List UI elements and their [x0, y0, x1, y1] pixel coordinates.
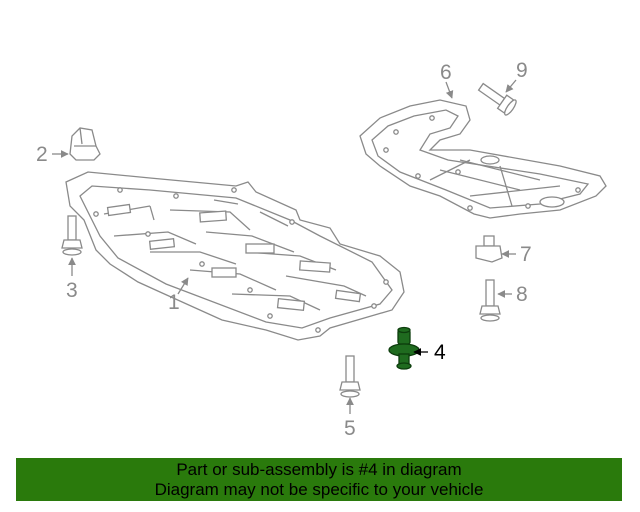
- bolt-part-9: [477, 82, 517, 116]
- callout-9: 9: [516, 59, 528, 82]
- bolt-part-8: [479, 279, 501, 322]
- clip-part-2: [69, 127, 101, 161]
- under-cover-main-part-1: [65, 171, 405, 341]
- info-banner: Part or sub-assembly is #4 in diagram Di…: [16, 458, 622, 501]
- callout-5: 5: [344, 417, 356, 440]
- callout-4: 4: [434, 341, 446, 364]
- parts-diagram: [52, 79, 607, 414]
- banner-line-1: Part or sub-assembly is #4 in diagram: [176, 460, 462, 479]
- callout-8: 8: [516, 283, 528, 306]
- callout-2: 2: [36, 143, 48, 166]
- callout-7: 7: [520, 243, 532, 266]
- bolt-part-5: [339, 355, 361, 398]
- nut-part-7: [475, 235, 503, 263]
- leader-lines: [52, 79, 517, 414]
- callout-6: 6: [440, 61, 452, 84]
- under-cover-rear-part-6: [359, 99, 607, 219]
- banner-line-2: Diagram may not be specific to your vehi…: [154, 480, 484, 499]
- callout-3: 3: [66, 279, 78, 302]
- fastener-part-4-highlighted: [388, 326, 420, 370]
- callout-1: 1: [168, 291, 180, 314]
- bolt-part-3: [61, 215, 83, 256]
